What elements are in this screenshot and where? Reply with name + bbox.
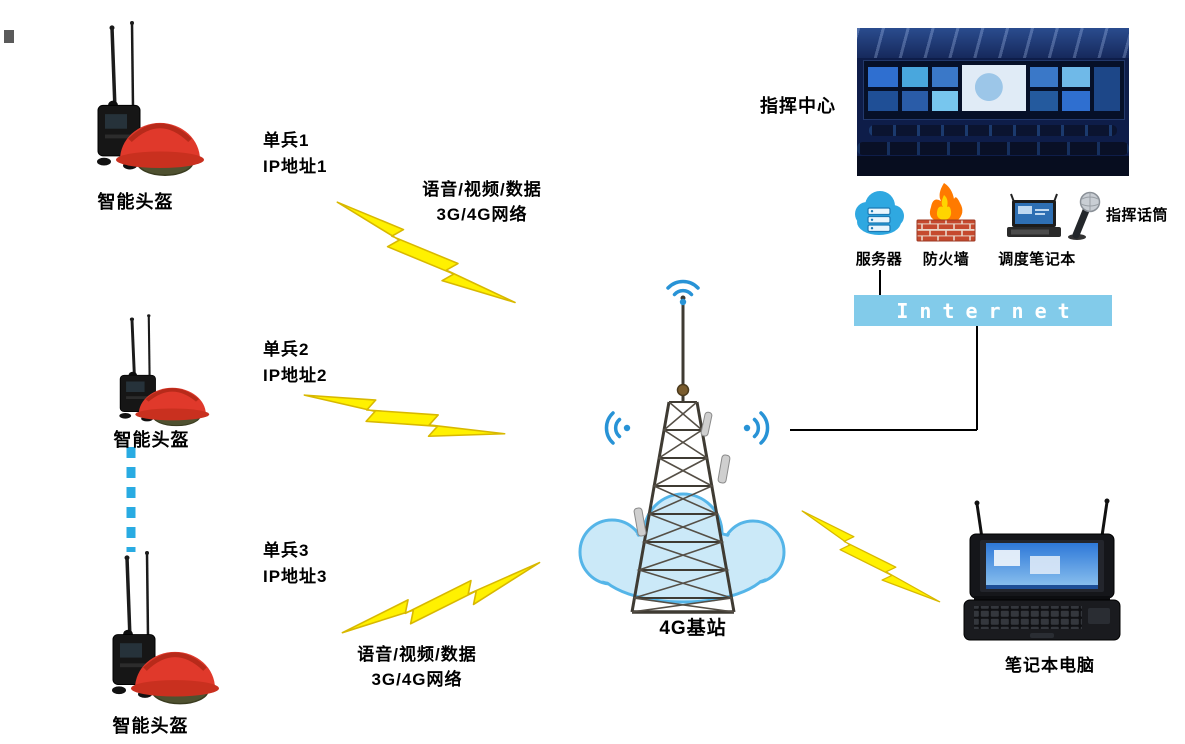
wifi-signal-left-icon xyxy=(604,411,632,445)
link-note-bottom-line1: 语音/视频/数据 xyxy=(357,645,477,664)
helmet-1-label: 智能头盔 xyxy=(97,192,174,212)
soldier-3-ip: IP地址3 xyxy=(263,566,328,586)
room-ceiling xyxy=(857,28,1129,58)
link-note-top-line1: 语音/视频/数据 xyxy=(422,180,542,199)
soldier-2-name: 单兵2 xyxy=(263,340,310,359)
signal-bolt-laptop xyxy=(790,510,952,603)
wifi-signal-right-icon xyxy=(742,411,770,445)
server-label: 服务器 xyxy=(855,251,903,268)
command-room-photo xyxy=(857,28,1129,176)
internet-label: Internet xyxy=(896,298,1081,323)
room-floor xyxy=(857,156,1129,176)
base-station-label: 4G基站 xyxy=(659,618,727,639)
soldier-1-name: 单兵1 xyxy=(263,131,310,150)
operator-desk-row xyxy=(869,125,1117,136)
signal-bolt-soldier2 xyxy=(303,353,506,476)
laptop-label: 笔记本电脑 xyxy=(1005,656,1095,675)
link-note-top-line2: 3G/4G网络 xyxy=(436,204,528,224)
smart-helmet-1-icon xyxy=(97,21,204,175)
network-cloud-icon xyxy=(578,492,786,604)
command-center-label: 指挥中心 xyxy=(760,96,836,116)
soldier-1-title: 单兵1 IP地址1 xyxy=(263,128,328,179)
smart-helmet-3-icon xyxy=(112,551,219,704)
helmet-3-label: 智能头盔 xyxy=(112,716,189,736)
link-note-top: 语音/视频/数据 3G/4G网络 xyxy=(402,178,562,227)
helmet-2-label: 智能头盔 xyxy=(113,430,190,450)
soldier-1-ip: IP地址1 xyxy=(263,156,328,176)
server-cloud-icon xyxy=(855,191,904,235)
microphone-label: 指挥话筒 xyxy=(1105,207,1168,224)
microphone-icon xyxy=(1068,191,1101,240)
firewall-label: 防火墙 xyxy=(922,251,970,268)
wifi-signal-top-icon xyxy=(666,279,700,307)
firewall-icon xyxy=(916,183,976,242)
soldier-2-title: 单兵2 IP地址2 xyxy=(263,337,328,388)
operator-desk-row xyxy=(857,142,1129,155)
connector-lines xyxy=(790,270,978,431)
rugged-laptop-icon xyxy=(963,498,1121,641)
link-note-bottom-line2: 3G/4G网络 xyxy=(371,669,463,689)
internet-bar: Internet xyxy=(854,295,1112,326)
soldier-3-name: 单兵3 xyxy=(263,541,310,560)
dispatch-laptop-icon xyxy=(1007,193,1061,237)
soldier-2-ip: IP地址2 xyxy=(263,365,328,385)
link-note-bottom: 语音/视频/数据 3G/4G网络 xyxy=(342,643,492,692)
stray-mark xyxy=(4,30,14,43)
dispatch-laptop-label: 调度笔记本 xyxy=(998,251,1076,268)
smart-helmet-2-icon xyxy=(119,314,209,425)
video-wall xyxy=(863,60,1125,120)
cell-tower-icon xyxy=(630,295,736,614)
soldier-3-title: 单兵3 IP地址3 xyxy=(263,538,328,589)
